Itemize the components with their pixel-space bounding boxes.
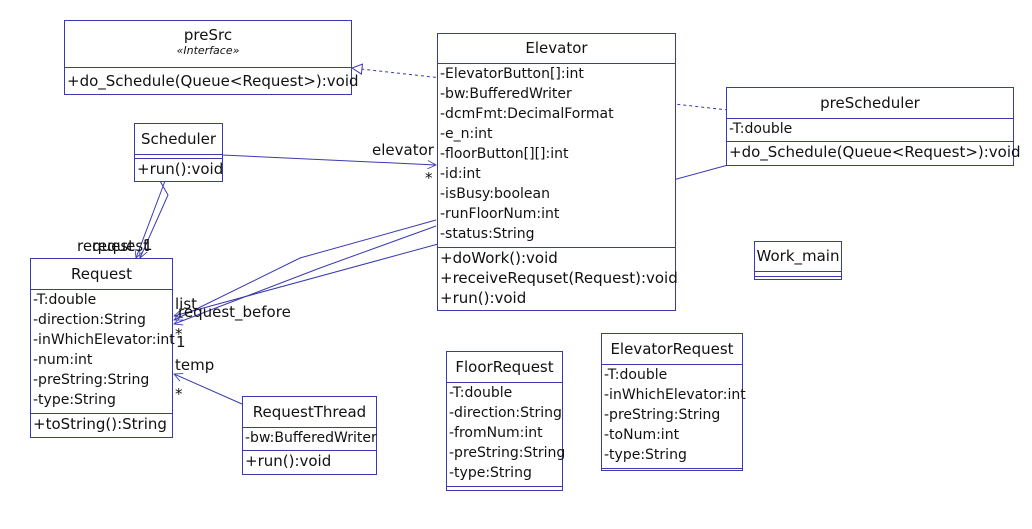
stereotype: «Interface» — [176, 44, 240, 57]
attributes-section: -T:double -inWhichElevator:int -preStrin… — [602, 365, 746, 469]
attribute: -dcmFmt:DecimalFormat — [440, 106, 614, 122]
role-label-request-before: request_before — [178, 303, 291, 321]
attribute: -inWhichElevator:int — [33, 332, 175, 348]
attribute: -type:String — [449, 465, 532, 481]
attribute: -e_n:int — [440, 126, 493, 142]
class-FloorRequest[interactable]: FloorRequest -T:double -direction:String… — [446, 351, 566, 491]
operation: +receiveRequset(Request):void — [440, 269, 678, 287]
class-name: preScheduler — [820, 94, 920, 112]
class-Scheduler[interactable]: Scheduler +run():void — [134, 123, 223, 182]
class-header: ElevatorRequest — [602, 334, 742, 365]
class-header: FloorRequest — [447, 352, 562, 383]
attribute: -preString:String — [33, 372, 150, 388]
attributes-section: -T:double -direction:String -fromNum:int… — [447, 383, 566, 487]
class-header: Scheduler — [135, 124, 222, 155]
operations-section: +run():void — [243, 451, 376, 471]
operation: +run():void — [440, 289, 527, 307]
operation: +toString():String — [33, 415, 167, 433]
operations-section: +toString():String — [31, 414, 172, 434]
attributes-section: -ElevatorButton[]:int -bw:BufferedWriter… — [438, 64, 675, 248]
attribute: -bw:BufferedWriter — [440, 86, 572, 102]
role-label-request-b: request — [92, 237, 150, 255]
attributes-section: -bw:BufferedWriter — [243, 428, 377, 451]
attribute: -ElevatorButton[]:int — [440, 66, 584, 82]
multiplicity-rb-a: * — [175, 325, 183, 343]
attribute: -type:String — [33, 392, 116, 408]
attribute: -T:double — [33, 292, 97, 308]
operation: +do_Schedule(Queue<Request>):void — [67, 72, 359, 90]
class-header: RequestThread — [243, 397, 376, 428]
class-header: Work_main — [755, 242, 841, 272]
operation: +do_Schedule(Queue<Request>):void — [729, 143, 1021, 161]
class-preSrc[interactable]: preSrc «Interface» +do_Schedule(Queue<Re… — [64, 20, 359, 95]
role-label-list: list — [175, 295, 198, 313]
class-Work_main[interactable]: Work_main — [754, 241, 842, 280]
attribute: -status:String — [440, 226, 535, 242]
attribute: -isBusy:boolean — [440, 186, 550, 202]
attribute: -direction:String — [449, 405, 562, 421]
class-header: Request — [31, 259, 172, 290]
attributes-section: -T:double -direction:String -inWhichElev… — [31, 290, 175, 414]
role-label-temp: temp — [175, 356, 215, 374]
attribute: -preString:String — [449, 445, 566, 461]
attribute: -floorButton[][]:int — [440, 146, 569, 162]
class-RequestThread[interactable]: RequestThread -bw:BufferedWriter +run():… — [242, 396, 377, 475]
class-name: Scheduler — [140, 130, 217, 148]
attribute: -fromNum:int — [449, 425, 543, 441]
attribute: -id:int — [440, 166, 481, 182]
attribute: -inWhichElevator:int — [604, 387, 746, 403]
attribute: -T:double — [729, 121, 793, 137]
class-Elevator[interactable]: Elevator -ElevatorButton[]:int -bw:Buffe… — [437, 33, 678, 311]
class-name: Request — [71, 265, 132, 283]
class-Request[interactable]: Request -T:double -direction:String -inW… — [30, 258, 175, 438]
attribute: -runFloorNum:int — [440, 206, 560, 222]
class-name: ElevatorRequest — [610, 340, 734, 358]
attribute: -num:int — [33, 352, 93, 368]
attributes-section — [755, 272, 841, 277]
multiplicity-rb-b: 1 — [176, 333, 186, 351]
operations-section — [447, 487, 562, 491]
attribute: -direction:String — [33, 312, 146, 328]
attributes-section — [135, 155, 222, 159]
class-header: preScheduler — [727, 88, 1013, 119]
operation: +run():void — [245, 452, 332, 470]
operations-section: +doWork():void +receiveRequset(Request):… — [438, 248, 678, 308]
role-label-elevator: elevator — [372, 141, 434, 159]
class-preScheduler[interactable]: preScheduler -T:double +do_Schedule(Queu… — [726, 87, 1021, 166]
attribute: -preString:String — [604, 407, 721, 423]
attributes-section: -T:double — [727, 119, 1013, 142]
attribute: -T:double — [449, 385, 513, 401]
operations-section — [755, 277, 841, 280]
multiplicity-elevator: * — [425, 169, 433, 187]
class-name: preSrc — [183, 26, 233, 44]
class-name: FloorRequest — [455, 358, 554, 376]
class-name: Elevator — [525, 39, 588, 57]
operation: +run():void — [137, 160, 224, 178]
attribute: -bw:BufferedWriter — [245, 430, 377, 446]
operations-section: +do_Schedule(Queue<Request>):void — [65, 68, 359, 91]
class-header: Elevator — [438, 34, 675, 64]
operation: +doWork():void — [440, 249, 558, 267]
class-name: Work_main — [756, 247, 840, 265]
attribute: -T:double — [604, 367, 668, 383]
operations-section — [602, 469, 742, 473]
attribute: -toNum:int — [604, 427, 680, 443]
class-ElevatorRequest[interactable]: ElevatorRequest -T:double -inWhichElevat… — [601, 333, 746, 473]
class-name: RequestThread — [252, 403, 367, 421]
operations-section: +run():void — [135, 159, 224, 179]
attribute: -type:String — [604, 447, 687, 463]
role-label-request-a: request — [77, 237, 135, 255]
operations-section: +do_Schedule(Queue<Request>):void — [727, 142, 1021, 162]
association-requestthread-request — [174, 374, 243, 405]
class-header: preSrc «Interface» — [65, 21, 351, 68]
multiplicity-request: 1 — [143, 236, 153, 254]
multiplicity-temp: * — [175, 385, 183, 403]
